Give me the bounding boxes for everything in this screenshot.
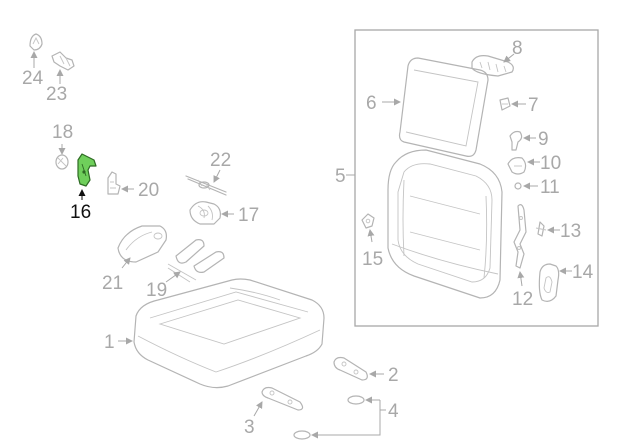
label-20: 20 bbox=[138, 180, 159, 201]
label-10: 10 bbox=[540, 153, 561, 174]
label-1: 1 bbox=[104, 332, 115, 353]
label-14: 14 bbox=[572, 262, 594, 283]
label-7: 7 bbox=[528, 95, 539, 116]
label-23: 23 bbox=[46, 84, 67, 105]
label-2: 2 bbox=[388, 365, 399, 386]
label-16: 16 bbox=[70, 202, 91, 223]
label-24: 24 bbox=[22, 68, 44, 89]
seatback-cushion[interactable] bbox=[387, 149, 503, 299]
part-1-seat-cushion[interactable] bbox=[133, 278, 325, 389]
part-4-caps[interactable] bbox=[293, 395, 365, 440]
label-15: 15 bbox=[362, 249, 383, 270]
label-12: 12 bbox=[512, 289, 533, 310]
label-18: 18 bbox=[52, 122, 73, 143]
label-8: 8 bbox=[512, 38, 523, 59]
part-9-guide[interactable] bbox=[509, 130, 523, 151]
label-9: 9 bbox=[538, 129, 549, 150]
part-16-bracket-highlighted[interactable] bbox=[77, 153, 97, 187]
label-13: 13 bbox=[560, 221, 581, 242]
part-12-wire-frame[interactable] bbox=[513, 204, 527, 269]
part-8-pad[interactable] bbox=[471, 55, 514, 77]
part-20-trim-clip[interactable] bbox=[107, 171, 121, 195]
part-24-clip[interactable] bbox=[29, 33, 43, 51]
part-2-hinge-cover[interactable] bbox=[333, 356, 368, 381]
part-6-seatback-board[interactable] bbox=[398, 57, 489, 157]
part-18-knob[interactable] bbox=[55, 154, 69, 170]
part-3-hinge-cover-lower[interactable] bbox=[261, 386, 304, 411]
part-11-grommet[interactable] bbox=[514, 182, 522, 190]
label-4: 4 bbox=[388, 401, 399, 422]
part-14-bezel[interactable] bbox=[538, 263, 560, 302]
label-11: 11 bbox=[540, 177, 560, 198]
label-22: 22 bbox=[210, 150, 231, 171]
part-19-adjust-levers[interactable] bbox=[167, 239, 225, 283]
part-23-push-fastener[interactable] bbox=[51, 51, 75, 71]
part-15-clip[interactable] bbox=[361, 213, 375, 229]
seatback-assembly-frame bbox=[354, 29, 599, 327]
part-10-knob[interactable] bbox=[507, 157, 527, 175]
label-17: 17 bbox=[238, 205, 259, 226]
part-22-release-rod[interactable] bbox=[185, 175, 227, 196]
part-13-hook[interactable] bbox=[535, 221, 547, 237]
part-21-side-shield[interactable] bbox=[117, 225, 167, 263]
label-3: 3 bbox=[244, 417, 255, 438]
label-19: 19 bbox=[146, 280, 167, 301]
part-7-clip[interactable] bbox=[499, 97, 511, 111]
label-21: 21 bbox=[102, 273, 123, 294]
label-5: 5 bbox=[335, 166, 346, 187]
part-17-recliner-cover[interactable] bbox=[189, 201, 221, 225]
label-6: 6 bbox=[366, 93, 377, 114]
